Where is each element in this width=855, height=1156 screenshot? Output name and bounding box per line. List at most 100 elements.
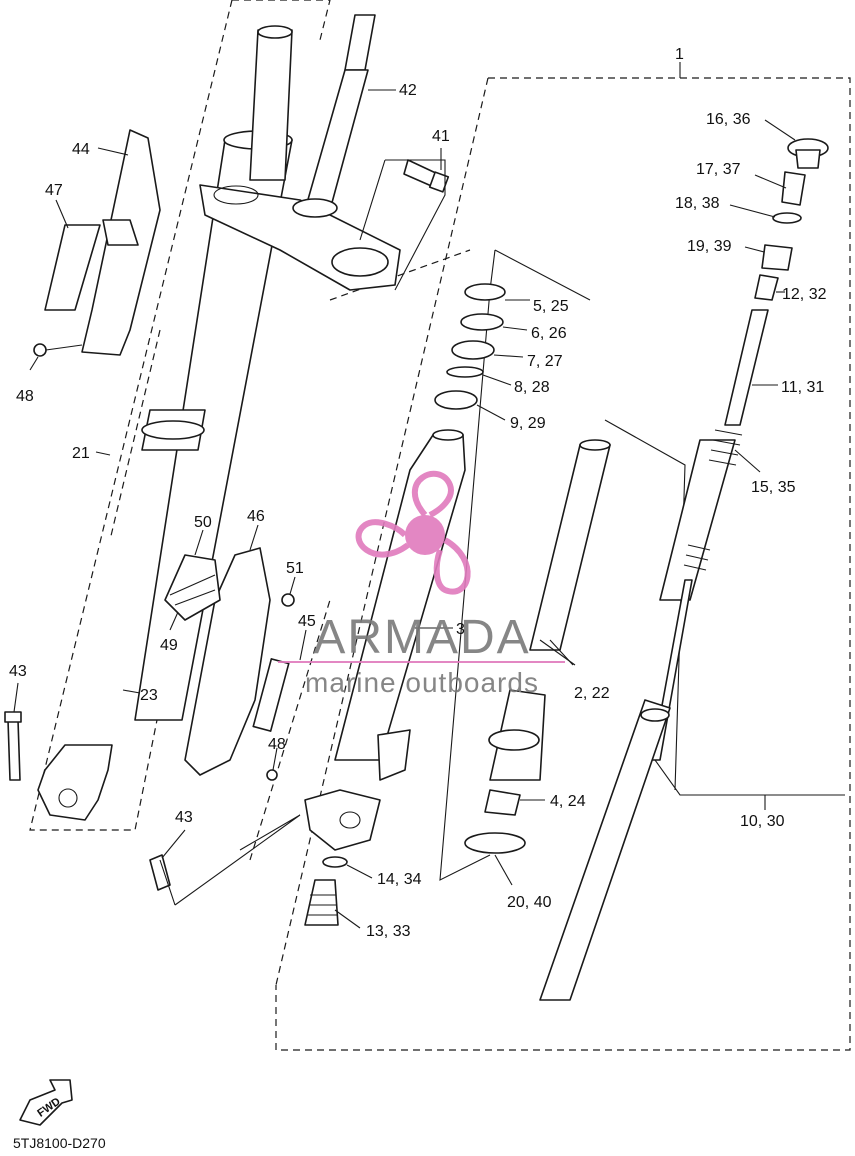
label-part-44: 44 bbox=[72, 141, 90, 158]
label-part-50: 50 bbox=[194, 514, 212, 531]
armada-logo: ARMADA marine outboards bbox=[278, 470, 565, 698]
leader-23 bbox=[122, 689, 141, 694]
part-20-ring bbox=[464, 832, 526, 854]
center-axle-bracket bbox=[304, 789, 381, 851]
bolt-13-threads bbox=[308, 894, 337, 916]
part-14 bbox=[322, 856, 348, 868]
clamp-stem-boss bbox=[292, 198, 338, 218]
label-part-2: 2, 22 bbox=[574, 685, 610, 702]
inner-tube-upper bbox=[249, 25, 293, 181]
part-7-oil-seal bbox=[451, 340, 495, 360]
center-axle-hole bbox=[339, 811, 361, 829]
label-part-43b: 43 bbox=[175, 809, 193, 826]
leader-46 bbox=[249, 524, 259, 551]
screw-48-head bbox=[33, 343, 47, 357]
leader-18 bbox=[729, 204, 776, 218]
label-part-51: 51 bbox=[286, 560, 304, 577]
label-part-17: 17, 37 bbox=[696, 161, 741, 178]
clamp-right-bore bbox=[331, 247, 389, 277]
axle-hole-left bbox=[58, 788, 78, 808]
screw-48-upper bbox=[33, 343, 83, 357]
collar-19 bbox=[761, 244, 793, 271]
label-part-4: 4, 24 bbox=[550, 793, 586, 810]
stem-shaft bbox=[304, 69, 369, 211]
fwd-arrow-shape bbox=[19, 1079, 73, 1126]
lower-guard-46 bbox=[184, 547, 290, 776]
leader-7 bbox=[493, 354, 524, 358]
leader-9 bbox=[476, 404, 506, 421]
leader-48b bbox=[272, 747, 278, 771]
part-11 bbox=[724, 309, 769, 426]
center-tube-top bbox=[432, 429, 464, 441]
left-axle-clamp bbox=[37, 744, 113, 821]
leader-49 bbox=[169, 611, 179, 631]
part-13 bbox=[304, 879, 339, 926]
label-part-10: 10, 30 bbox=[740, 813, 785, 830]
label-part-14: 14, 34 bbox=[377, 871, 422, 888]
bolt-41 bbox=[359, 159, 450, 291]
outer-tube-seal-band bbox=[141, 420, 205, 440]
clamp-left-bore bbox=[213, 185, 259, 205]
screw-48-lower bbox=[266, 769, 278, 781]
fork-cover-44 bbox=[81, 129, 161, 356]
bolt-43-left bbox=[4, 711, 22, 781]
leader-43a bbox=[13, 682, 19, 713]
leader-51 bbox=[289, 576, 296, 595]
label-part-18: 18, 38 bbox=[675, 195, 720, 212]
frame-right-inner bbox=[249, 249, 471, 861]
collar-17 bbox=[781, 171, 806, 206]
nut-51-body bbox=[281, 593, 295, 607]
damper-piston bbox=[640, 708, 670, 722]
center-inner-tube bbox=[334, 434, 466, 761]
part-17 bbox=[781, 171, 806, 206]
part-5-bushing bbox=[464, 283, 506, 301]
part-4 bbox=[484, 789, 521, 816]
plate-47 bbox=[44, 224, 101, 311]
part-18 bbox=[772, 212, 802, 224]
part-labels: 1 2, 22 3 4, 24 5, 25 6, 26 7, 27 8, 28 … bbox=[9, 46, 827, 940]
part-20 bbox=[464, 832, 526, 854]
leader-15 bbox=[734, 449, 761, 473]
leader-45 bbox=[299, 629, 307, 661]
watermark-brand: ARMADA bbox=[313, 611, 530, 664]
leader-6 bbox=[502, 326, 528, 331]
logo-propeller-hub bbox=[405, 515, 445, 555]
bolt-43a-shank bbox=[7, 719, 21, 781]
label-part-19: 19, 39 bbox=[687, 238, 732, 255]
bolt-43b-leader bbox=[159, 814, 301, 906]
bolt-43-right bbox=[149, 814, 301, 906]
leader-2 bbox=[539, 639, 576, 666]
label-part-5: 5, 25 bbox=[533, 298, 569, 315]
bolt-41-frame bbox=[359, 159, 446, 291]
label-part-6: 6, 26 bbox=[531, 325, 567, 342]
leader-20 bbox=[494, 854, 513, 886]
stem-top-thread bbox=[344, 14, 376, 71]
tube-2-upper bbox=[529, 444, 611, 651]
part-12 bbox=[754, 274, 779, 301]
leader-47 bbox=[55, 199, 69, 229]
inner-tube-cap bbox=[257, 25, 293, 39]
label-part-41: 41 bbox=[432, 128, 450, 145]
label-part-9: 9, 29 bbox=[510, 415, 546, 432]
screw-48-leader bbox=[45, 344, 83, 351]
washer-14 bbox=[322, 856, 348, 868]
label-part-20: 20, 40 bbox=[507, 894, 552, 911]
bolt-43b-shank bbox=[149, 854, 171, 891]
cap-bolt-16-hex bbox=[795, 149, 821, 169]
part-4-bushing bbox=[484, 789, 521, 816]
spring-coils-upper bbox=[708, 429, 743, 466]
leader-8 bbox=[482, 374, 512, 386]
bracket-50-49 bbox=[164, 554, 221, 621]
drawing-code: 5TJ8100-D270 bbox=[13, 1135, 106, 1151]
logo-blade-1 bbox=[411, 470, 454, 518]
screw-48-lower-head bbox=[266, 769, 278, 781]
collar-12 bbox=[754, 274, 779, 301]
guard-clip bbox=[102, 219, 139, 246]
label-part-16: 16, 36 bbox=[706, 111, 751, 128]
leader-48a bbox=[29, 356, 39, 371]
label-part-48a: 48 bbox=[16, 388, 34, 405]
leader-17 bbox=[754, 174, 787, 189]
label-part-47: 47 bbox=[45, 182, 63, 199]
logo-blade-2 bbox=[433, 537, 471, 595]
